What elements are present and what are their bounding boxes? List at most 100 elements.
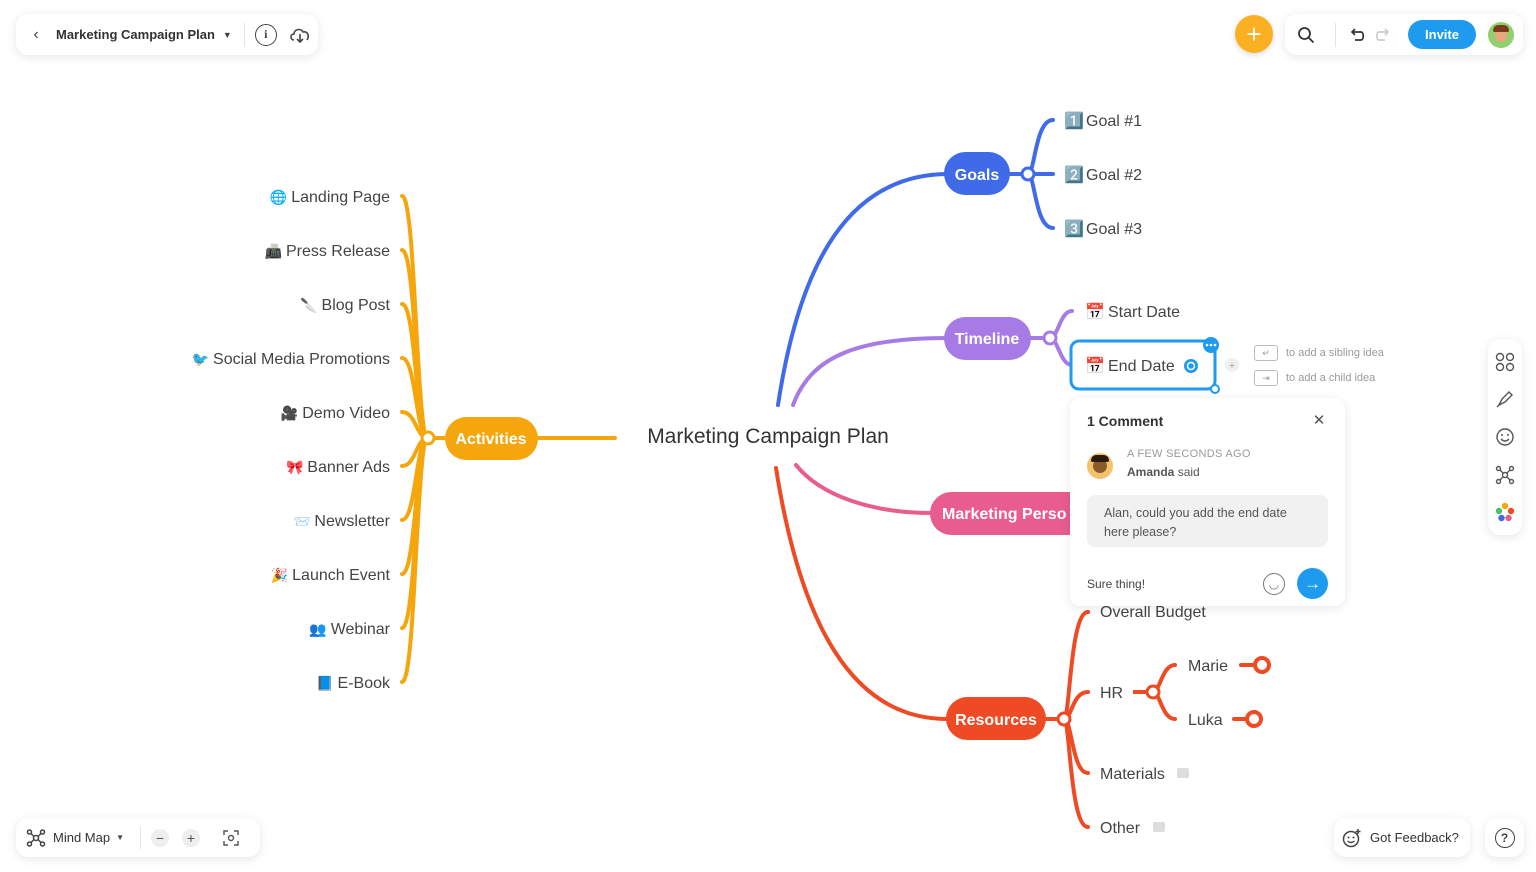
view-mode-label: Mind Map <box>53 830 111 845</box>
undo-icon[interactable] <box>1344 14 1370 55</box>
help-icon[interactable]: ? <box>1485 818 1524 857</box>
activity-label: 🔪 Blog Post <box>300 297 390 314</box>
marie-label[interactable]: Marie <box>1188 658 1228 675</box>
activity-item[interactable]: 🐦 Social Media Promotions <box>192 351 390 368</box>
feedback-button[interactable]: Got Feedback? <box>1334 818 1470 857</box>
activity-item[interactable]: 👥 Webinar <box>309 621 390 638</box>
chevron-down-icon: ▼ <box>116 833 124 842</box>
activities-children: 🌐 Landing Page 📠 Press Release 🔪 Blog Post… <box>192 189 391 692</box>
materials-label: Materials <box>1100 766 1165 783</box>
goal-2-emoji: 2️⃣ <box>1064 165 1084 184</box>
overall-budget-label: Overall Budget <box>1100 604 1206 621</box>
luka-label[interactable]: Luka <box>1188 712 1223 729</box>
activity-item[interactable]: 📠 Press Release <box>265 243 390 260</box>
activity-label: 🎉 Launch Event <box>271 567 391 584</box>
resources-node[interactable]: Resources <box>946 697 1046 740</box>
fit-to-screen-icon[interactable] <box>222 829 240 847</box>
activity-emoji: 🎉 <box>271 567 292 584</box>
timeline-item[interactable]: 📅 Start Date <box>1085 302 1180 321</box>
activities-label: Activities <box>455 431 526 448</box>
color-palette-icon[interactable] <box>1492 499 1518 525</box>
reply-input[interactable]: Sure thing! <box>1087 577 1146 591</box>
invite-button[interactable]: Invite <box>1408 20 1476 49</box>
document-toolbar: ‹ Marketing Campaign Plan ▼ i <box>16 14 318 55</box>
zoom-out-icon[interactable]: − <box>151 828 169 847</box>
divider <box>140 826 141 849</box>
resources-label: Resources <box>955 712 1037 729</box>
info-icon[interactable]: i <box>254 23 277 46</box>
activity-label: 📨 Newsletter <box>293 513 391 530</box>
comment-timestamp: A FEW SECONDS AGO <box>1127 448 1251 460</box>
goal-3-label: Goal #3 <box>1086 221 1142 238</box>
document-title-dropdown[interactable]: Marketing Campaign Plan ▼ <box>56 27 232 42</box>
back-chevron-icon[interactable]: ‹ <box>33 25 39 43</box>
marketing-persona-node[interactable]: Marketing Perso <box>930 492 1090 535</box>
activity-emoji: 🎥 <box>281 405 302 422</box>
layout-icon[interactable] <box>1492 349 1518 375</box>
feedback-smiley-icon <box>1342 828 1362 848</box>
comment-message: Alan, could you add the end date here pl… <box>1087 495 1328 547</box>
goal-1-label: Goal #1 <box>1086 113 1142 130</box>
calendar-icon: 📅 <box>1085 302 1105 321</box>
activity-item[interactable]: 🎉 Launch Event <box>271 567 391 584</box>
zoom-in-icon[interactable]: + <box>182 828 200 847</box>
resource-item[interactable]: Other <box>1100 820 1165 837</box>
divider <box>1335 22 1336 47</box>
top-right-toolbar: Invite <box>1285 14 1523 55</box>
activity-item[interactable]: 📘 E-Book <box>316 675 391 692</box>
activity-label: 🎥 Demo Video <box>281 405 390 422</box>
activity-emoji: 🔪 <box>300 297 321 314</box>
feedback-label: Got Feedback? <box>1370 830 1459 845</box>
activity-item[interactable]: 🌐 Landing Page <box>270 189 390 206</box>
search-icon[interactable] <box>1285 14 1327 55</box>
add-button[interactable]: + <box>1235 15 1273 53</box>
user-avatar[interactable] <box>1488 21 1514 48</box>
resource-item[interactable]: HR <box>1100 685 1123 702</box>
marketing-persona-label: Marketing Perso <box>942 506 1067 523</box>
goal-item[interactable]: 3️⃣ Goal #3 <box>1064 219 1142 238</box>
add-idea-plus-icon[interactable]: + <box>1225 358 1239 372</box>
child-hint: to add a child idea <box>1286 371 1376 384</box>
view-mode-dropdown[interactable]: Mind Map ▼ <box>16 828 124 847</box>
activity-emoji: 📘 <box>316 675 337 691</box>
sibling-hint: to add a sibling idea <box>1286 346 1384 359</box>
other-label: Other <box>1100 820 1141 837</box>
goals-label: Goals <box>955 167 1000 184</box>
goals-node[interactable]: Goals <box>944 152 1010 195</box>
end-date-label: End Date <box>1108 358 1175 375</box>
document-title: Marketing Campaign Plan <box>56 27 215 42</box>
avatar <box>1087 453 1113 479</box>
sticker-smiley-icon[interactable] <box>1492 424 1518 450</box>
central-topic[interactable]: Marketing Campaign Plan <box>647 425 889 448</box>
emoji-icon[interactable]: ◡ <box>1263 573 1285 595</box>
end-date-node-selected[interactable]: 📅 End Date <box>1069 337 1220 394</box>
mindmap-structure-icon[interactable] <box>1492 462 1518 488</box>
timeline-label: Timeline <box>955 331 1020 348</box>
activities-node[interactable]: Activities <box>445 417 538 460</box>
style-brush-icon[interactable] <box>1492 386 1518 412</box>
resource-item[interactable]: Overall Budget <box>1100 604 1206 621</box>
comment-panel: 1 Comment ✕ A FEW SECONDS AGO Amanda sai… <box>1070 398 1345 606</box>
resource-item[interactable]: Materials <box>1100 766 1189 783</box>
redo-icon[interactable] <box>1370 14 1396 55</box>
send-button[interactable]: → <box>1297 568 1328 599</box>
activity-item[interactable]: 🎀 Banner Ads <box>286 459 390 476</box>
goal-1-emoji: 1️⃣ <box>1064 111 1084 130</box>
activity-item[interactable]: 🎥 Demo Video <box>281 405 390 422</box>
activity-label: 📠 Press Release <box>265 243 390 260</box>
activity-item[interactable]: 📨 Newsletter <box>293 513 391 530</box>
goal-item[interactable]: 1️⃣ Goal #1 <box>1064 111 1142 130</box>
activity-item[interactable]: 🔪 Blog Post <box>300 297 390 314</box>
activity-emoji: 📠 <box>265 243 286 260</box>
comment-said: said <box>1177 465 1200 479</box>
goal-3-emoji: 3️⃣ <box>1064 219 1084 238</box>
goal-item[interactable]: 2️⃣ Goal #2 <box>1064 165 1142 184</box>
cloud-save-icon[interactable] <box>289 25 311 45</box>
timeline-node[interactable]: Timeline <box>944 317 1031 360</box>
divider <box>243 22 245 47</box>
chevron-down-icon: ▼ <box>222 29 232 40</box>
activity-label: 👥 Webinar <box>309 621 390 638</box>
note-icon <box>1177 768 1189 778</box>
close-icon[interactable]: ✕ <box>1312 412 1326 429</box>
